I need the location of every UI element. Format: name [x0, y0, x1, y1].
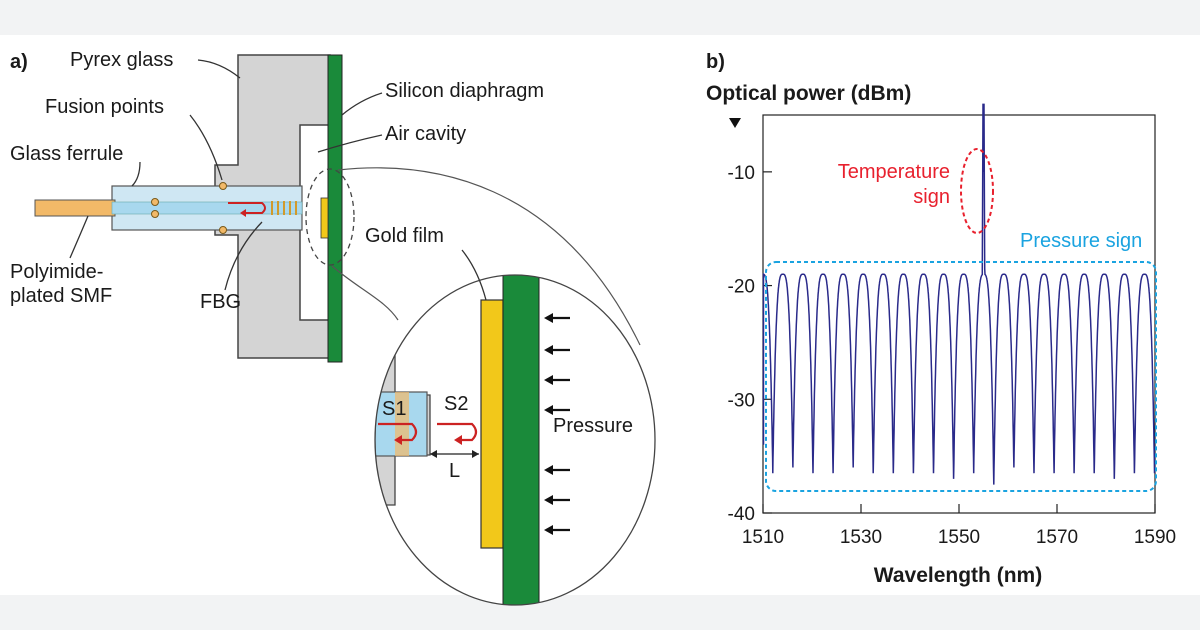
fusion-points-label: Fusion points — [45, 96, 164, 118]
s1-label: S1 — [382, 398, 406, 420]
y-ticks: -10 -20 -30 -40 — [728, 163, 772, 525]
glass-ferrule-label: Glass ferrule — [10, 143, 123, 165]
dim-arrow-right — [472, 450, 479, 458]
zoom-circle — [374, 274, 656, 606]
reflection-arrowhead-small — [240, 209, 246, 217]
pressure-label: Pressure — [553, 415, 633, 437]
zoom-diaphragm — [502, 275, 540, 605]
fbg-grating — [271, 201, 297, 215]
fiber-core — [111, 201, 303, 215]
x-tick-label: 1510 — [742, 527, 784, 548]
x-tick-label: 1570 — [1036, 527, 1078, 548]
x-tick-label: 1550 — [938, 527, 980, 548]
spectrum-trace — [762, 103, 1156, 485]
s2-reflection-arrow — [437, 422, 478, 442]
panel-a-label: a) — [10, 51, 28, 73]
pressure-sign-box — [765, 261, 1157, 492]
s2-arrowhead — [454, 435, 462, 445]
panel-b: b) Optical power (dBm) -10 -20 -30 -40 1510… — [706, 51, 1176, 587]
cavity-length-label: L — [449, 460, 460, 482]
gold-film-small — [320, 197, 329, 239]
s2-label: S2 — [444, 393, 468, 415]
s1-reflection-arrow — [378, 422, 418, 442]
dim-arrow-left — [430, 450, 437, 458]
y-axis-title: Optical power (dBm) — [706, 82, 911, 105]
pressure-sign-label: Pressure sign — [1020, 230, 1142, 252]
x-axis-title: Wavelength (nm) — [874, 564, 1042, 587]
gold-film-leader — [461, 249, 487, 301]
polyimide-label-line1: Polyimide- — [10, 261, 103, 283]
fusion-points — [151, 182, 227, 234]
s1-arrowhead — [394, 435, 402, 445]
x-tick-label: 1590 — [1134, 527, 1176, 548]
y-tick-label: -30 — [728, 390, 755, 411]
zoom-gold-film — [480, 299, 504, 549]
temperature-sign-ellipse — [960, 148, 994, 234]
fbg-label: FBG — [200, 291, 241, 313]
x-tick-label: 1530 — [840, 527, 882, 548]
temperature-sign-line1: Temperature — [838, 161, 950, 183]
panel-b-label: b) — [706, 51, 725, 73]
silicon-diaphragm — [327, 54, 343, 363]
leader-lines — [69, 59, 383, 291]
silicon-diaphragm-label: Silicon diaphragm — [385, 80, 544, 102]
zoom-line-top — [337, 167, 641, 346]
pressure-arrowheads — [544, 313, 553, 535]
pressure-arrows — [550, 316, 570, 532]
polyimide-label-line2: plated SMF — [10, 285, 112, 307]
reflection-arrow-small — [228, 202, 266, 214]
x-ticks: 1510 1530 1550 1570 1590 — [742, 504, 1176, 548]
y-axis-arrow-icon — [729, 118, 741, 128]
temperature-sign-line2: sign — [913, 186, 950, 208]
zoom-line-bottom — [331, 265, 399, 321]
zoom-source-ellipse — [305, 168, 355, 266]
air-cavity-label: Air cavity — [385, 123, 466, 145]
panel-a: a) — [10, 49, 656, 606]
pyrex-glass-label: Pyrex glass — [70, 49, 173, 71]
y-tick-label: -20 — [728, 277, 755, 298]
y-tick-label: -10 — [728, 163, 755, 184]
zoom-detail — [375, 275, 655, 605]
polyimide-smf — [34, 199, 116, 217]
gold-film-label: Gold film — [365, 225, 444, 247]
y-tick-label: -40 — [728, 504, 755, 525]
